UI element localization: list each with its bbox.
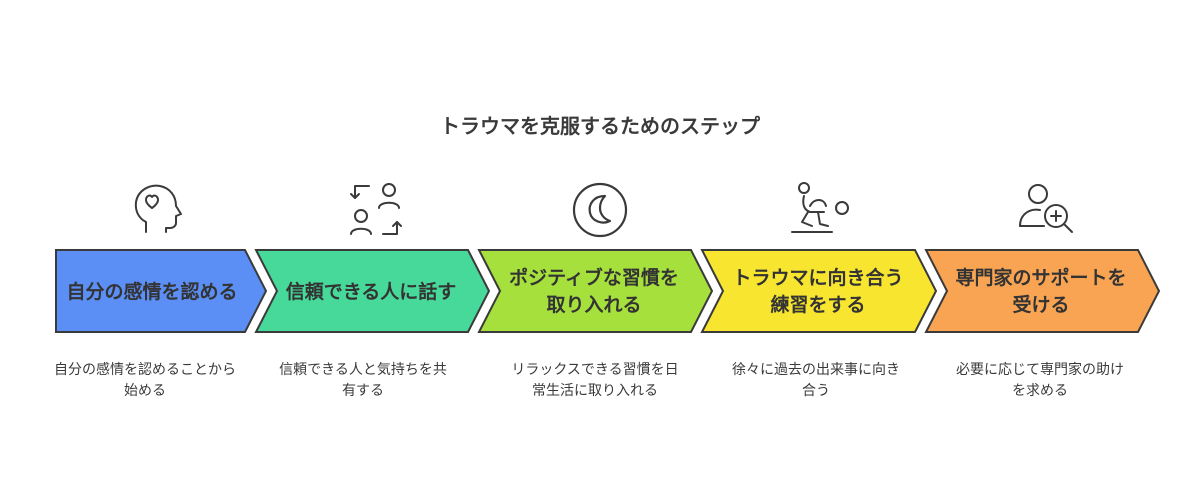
step-label-4: トラウマに向き合う練習をする bbox=[732, 267, 904, 316]
arrow-shape-4 bbox=[700, 249, 938, 333]
people-exchange-icon bbox=[341, 176, 411, 246]
step-description-2: 信頼できる人と気持ちを共有する bbox=[279, 362, 447, 399]
step-description-3: リラックスできる習慣を日常生活に取り入れる bbox=[511, 362, 679, 399]
step-description-1: 自分の感情を認めることから始める bbox=[54, 362, 236, 399]
arrow-shape-5 bbox=[924, 249, 1161, 333]
arrow-shape-1 bbox=[55, 249, 268, 333]
arrow-shape-3 bbox=[477, 249, 714, 333]
step-description-4: 徐々に過去の出来事に向き合う bbox=[732, 362, 900, 399]
step-label-5: 専門家のサポートを受ける bbox=[955, 267, 1127, 316]
person-search-plus-icon bbox=[1012, 176, 1082, 246]
arrow-shape-2 bbox=[254, 249, 491, 333]
step-label-3: ポジティブな習慣を取り入れる bbox=[509, 267, 679, 316]
diagram-title: トラウマを克服するためのステップ bbox=[440, 114, 760, 138]
step-label-2: 信頼できる人に話す bbox=[285, 280, 457, 303]
moon-icon bbox=[565, 176, 635, 246]
step-label-1: 自分の感情を認める bbox=[66, 280, 238, 303]
heart-head-icon bbox=[118, 176, 188, 246]
step-description-5: 必要に応じて専門家の助けを求める bbox=[956, 362, 1124, 399]
person-pushing-icon bbox=[788, 176, 858, 246]
